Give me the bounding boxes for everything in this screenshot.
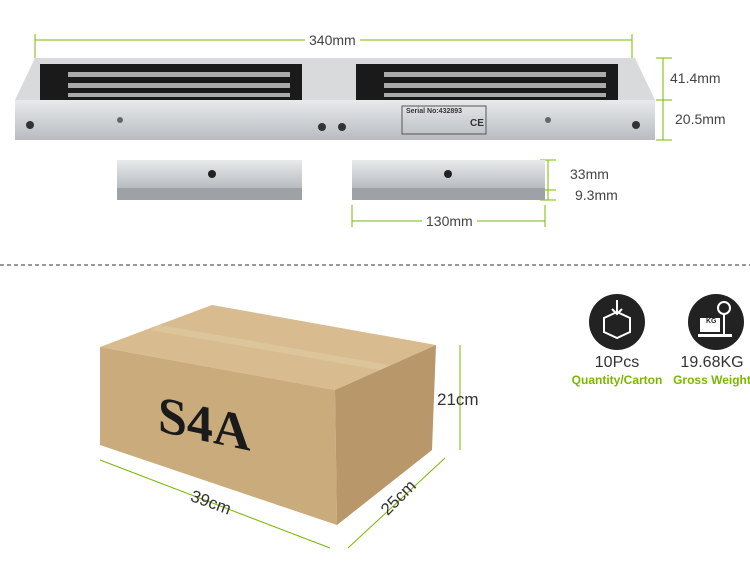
carton-height-label: 21cm: [437, 390, 479, 409]
quantity-label: Quantity/Carton: [571, 373, 663, 387]
weight-value: 19.68KG: [680, 354, 744, 371]
dimension-lines: [34, 34, 672, 549]
kg-badge: KG: [706, 318, 717, 325]
lock-depth-label: 20.5mm: [675, 111, 726, 127]
lock-length-label: 340mm: [305, 32, 360, 48]
quantity-value: 10Pcs: [594, 354, 640, 371]
armature-height-label: 33mm: [570, 166, 609, 182]
weight-label: Gross Weight: [673, 373, 750, 387]
armature-thickness-label: 9.3mm: [575, 187, 618, 203]
carton-box: [100, 305, 436, 525]
box-icon: [589, 294, 645, 350]
spec-icons: [589, 294, 744, 350]
armature-plates: [117, 160, 545, 200]
armature-length-label: 130mm: [422, 213, 477, 229]
ce-mark: CE: [470, 118, 484, 129]
magnetic-lock: [15, 58, 655, 140]
serial-label: Serial No:432893: [406, 108, 463, 115]
lock-height-label: 41.4mm: [670, 70, 721, 86]
